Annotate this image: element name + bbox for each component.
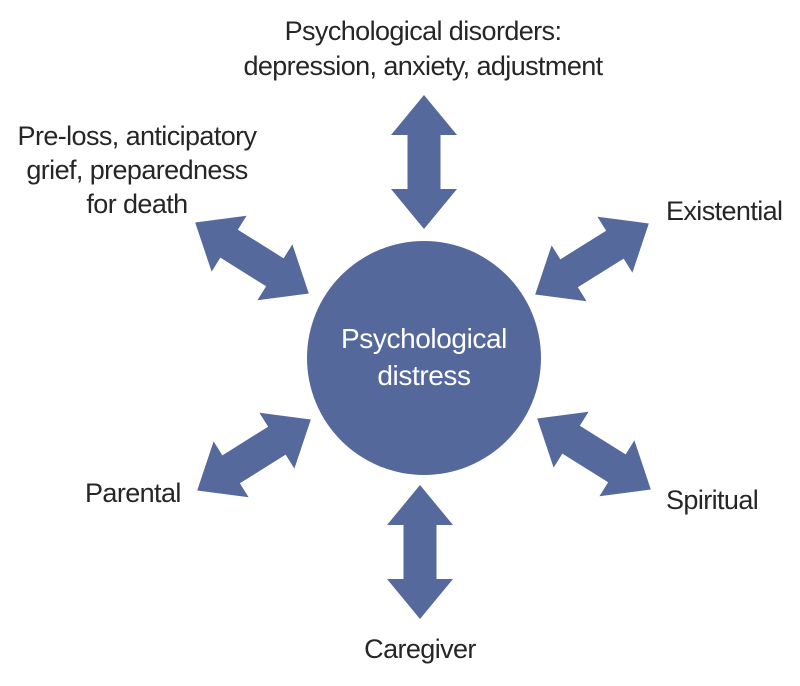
double-arrow-lower-right-icon [519, 390, 669, 518]
double-arrow-lower-left-icon [179, 391, 329, 519]
center-node-circle [307, 241, 541, 475]
center-node-label: Psychological distress [341, 323, 507, 391]
node-label-caregiver: Caregiver [364, 634, 476, 664]
node-label-spiritual: Spiritual [666, 485, 759, 515]
node-label-pre-loss: Pre-loss, anticipatory grief, preparedne… [17, 121, 258, 219]
node-label-parental: Parental [85, 478, 181, 508]
double-arrow-upper-right-icon [517, 195, 667, 323]
node-label-psychological-disorders: Psychological disorders: depression, anx… [243, 16, 603, 81]
node-label-existential: Existential [666, 196, 783, 226]
double-arrow-top-icon [391, 95, 457, 229]
double-arrow-bottom-icon [387, 485, 453, 619]
